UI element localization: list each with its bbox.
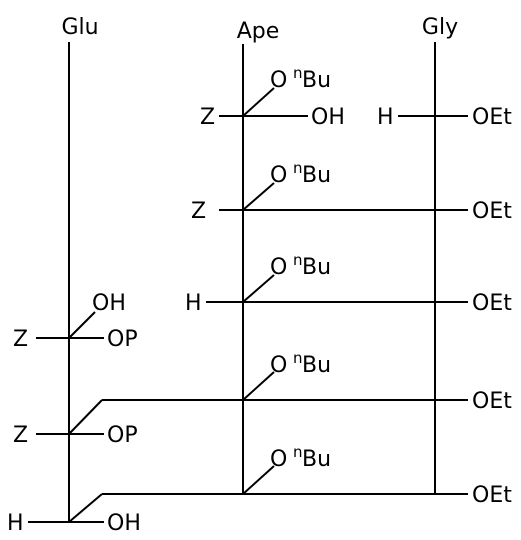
column-label-glu: Glu xyxy=(61,15,98,40)
row4-glu-link xyxy=(68,399,103,435)
row5-oet: OEt xyxy=(472,483,512,508)
row3-bu: Bu xyxy=(302,255,331,280)
ape-row1-bu: Bu xyxy=(302,68,331,93)
row2-ether-bond xyxy=(242,182,275,211)
row4-n: n xyxy=(293,349,303,367)
glu-c2-op: OP xyxy=(107,423,138,448)
row5-n: n xyxy=(293,443,303,461)
row4-ether-bond xyxy=(242,371,275,401)
column-label-ape: Ape xyxy=(237,19,280,44)
row2-z: Z xyxy=(191,199,206,224)
row5-bu: Bu xyxy=(302,447,331,472)
ape-row1-n: n xyxy=(293,64,303,82)
row3-oet: OEt xyxy=(472,291,512,316)
row2-oet: OEt xyxy=(472,199,512,224)
ape-row1-o: O xyxy=(270,68,287,93)
glu-c1-op: OP xyxy=(107,327,138,352)
row2-bu: Bu xyxy=(302,163,331,188)
gly-row1-oet: OEt xyxy=(472,105,512,130)
row5-o: O xyxy=(270,447,287,472)
glu-c3-oh: OH xyxy=(107,511,141,536)
row2-o: O xyxy=(270,163,287,188)
row3-n: n xyxy=(293,251,303,269)
row4-oet: OEt xyxy=(472,389,512,414)
row2-n: n xyxy=(293,159,303,177)
column-label-gly: Gly xyxy=(422,15,458,40)
ape-row1-z: Z xyxy=(200,105,215,130)
row3-o: O xyxy=(270,255,287,280)
row5-glu-link xyxy=(68,493,103,523)
row4-bu: Bu xyxy=(302,353,331,378)
glu-c1-oh-bond xyxy=(68,311,96,339)
gly-row1-h: H xyxy=(377,105,394,130)
glu-c1-z: Z xyxy=(13,327,28,352)
row4-o: O xyxy=(270,353,287,378)
ape-row1-ether-bond xyxy=(242,87,275,117)
row3-h: H xyxy=(185,291,202,316)
glu-c2-z: Z xyxy=(13,423,28,448)
row3-ether-bond xyxy=(242,274,275,303)
ape-row1-oh: OH xyxy=(311,105,345,130)
row5-ether-bond xyxy=(242,465,275,495)
glu-c1-oh: OH xyxy=(92,291,126,316)
glu-c3-h: H xyxy=(7,511,24,536)
